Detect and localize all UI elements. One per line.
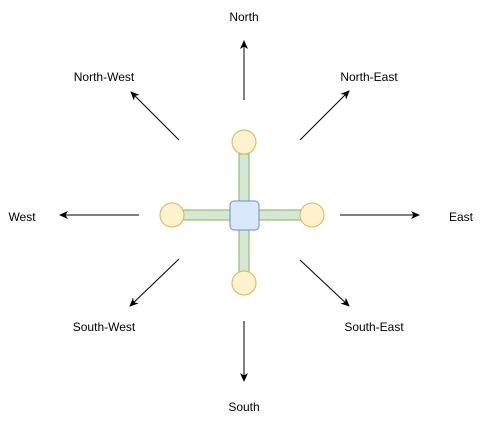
label-north: North [229,10,259,24]
label-south-east: South-East [344,320,404,334]
arm-west [182,209,231,221]
label-east: East [448,210,474,224]
knob-east [299,202,325,228]
arm-east [257,209,302,221]
label-north-east: North-East [340,70,398,84]
center-node [229,200,260,231]
label-south: South [228,400,260,414]
arm-north [238,153,250,202]
knob-north [231,129,257,155]
knob-south [231,270,257,296]
arrow-south-west [129,258,180,307]
arrow-south-east [299,259,350,307]
arrow-north-west [130,91,180,141]
label-north-west: North-West [73,70,135,84]
arrow-north-east [299,90,350,141]
label-south-west: South-West [72,320,136,334]
arm-south [238,228,250,273]
knob-west [159,202,185,228]
label-west: West [8,210,36,224]
